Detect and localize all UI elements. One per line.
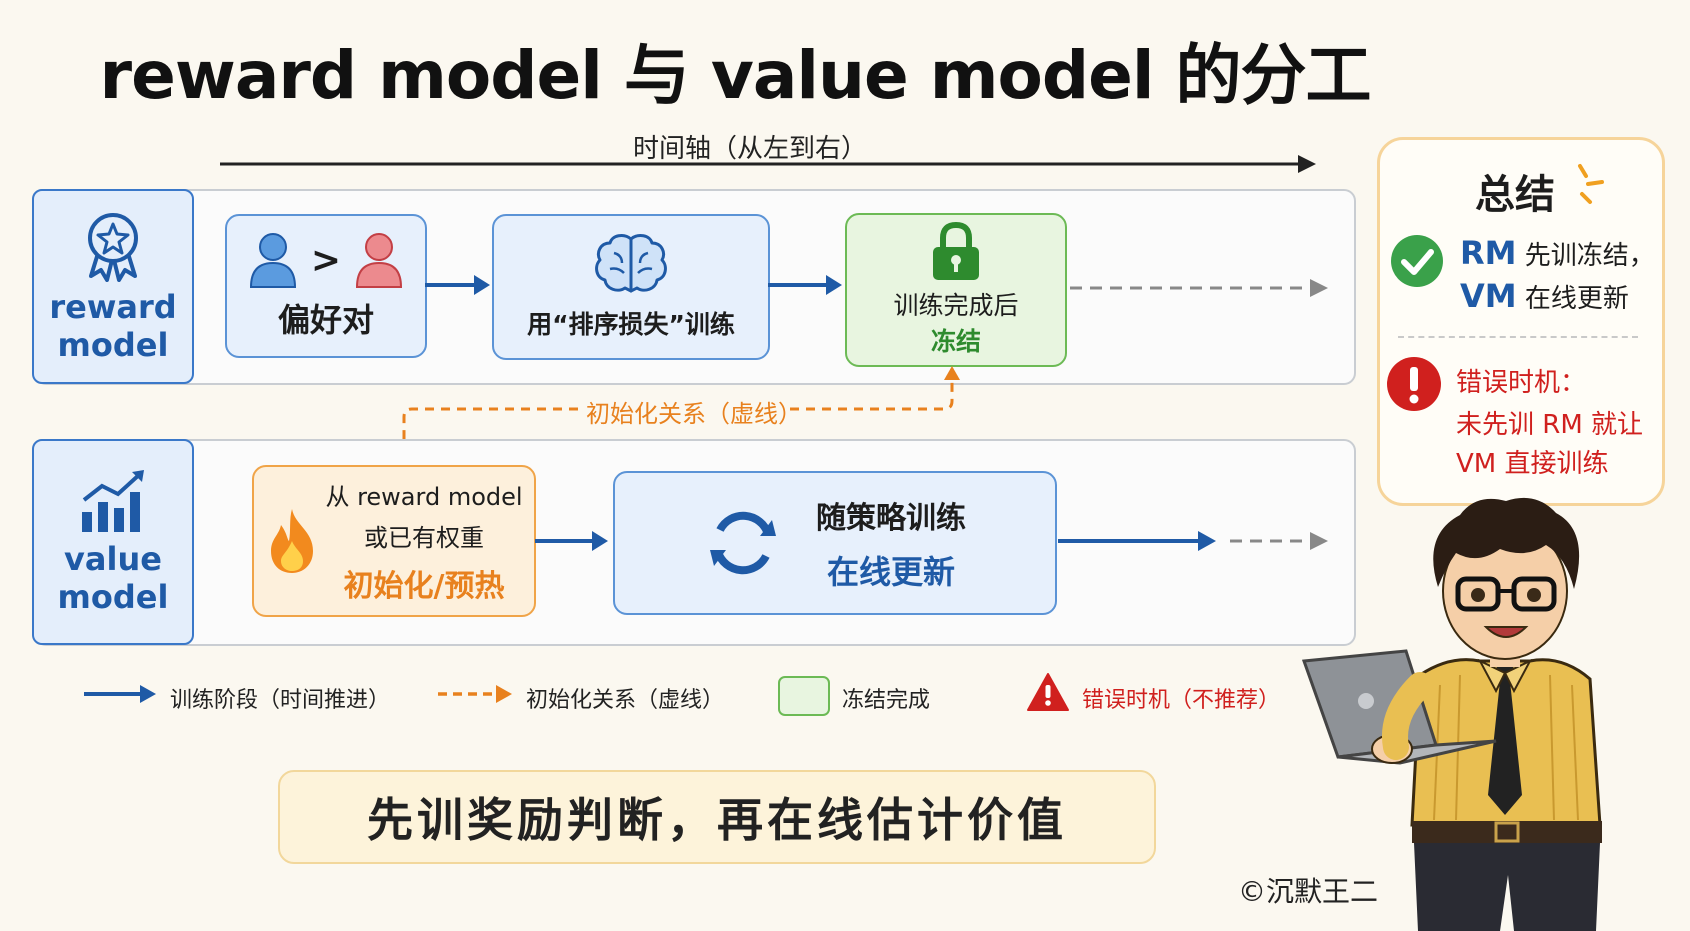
- timeline-label: 时间轴（从左到右）: [632, 134, 867, 164]
- brain-icon: [595, 234, 667, 293]
- legend-dashed-arrow-icon: [438, 685, 512, 703]
- ranking-loss-label: 用“排序损失”训练: [527, 310, 735, 339]
- summary-err-line1: 错误时机：: [1456, 368, 1587, 398]
- value-model-label: value model: [32, 439, 194, 645]
- frozen-line1: 训练完成后: [893, 291, 1019, 320]
- preference-pair-box: > 偏好对: [225, 214, 427, 358]
- frozen-line2: 冻结: [930, 327, 981, 356]
- person-blue-icon: [249, 233, 296, 288]
- init-line3: 初始化/预热: [343, 569, 505, 604]
- legend-frozen-swatch: [778, 676, 830, 716]
- reward-label-line1: reward: [49, 287, 177, 326]
- value-lane-arrows: [535, 531, 1328, 551]
- init-line1: 从 reward model: [325, 483, 523, 511]
- flame-icon: [271, 509, 314, 573]
- summary-rm: RM: [1460, 234, 1517, 272]
- legend-dashed-label: 初始化关系（虚线）: [526, 688, 725, 713]
- takeaway-banner: 先训奖励判断，再在线估计价值: [278, 770, 1156, 864]
- growth-chart-icon: [82, 470, 144, 532]
- lock-icon: [933, 222, 979, 280]
- summary-vm: VM: [1460, 277, 1517, 315]
- error-alert-icon: [1387, 357, 1441, 411]
- summary-divider: [1398, 336, 1638, 338]
- legend-frozen-label: 冻结完成: [842, 688, 931, 713]
- ranking-loss-box: 用“排序损失”训练: [492, 214, 770, 360]
- value-label-line1: value: [64, 540, 162, 578]
- award-ribbon-icon: [88, 212, 138, 282]
- page-title: reward model 与 value model 的分工: [99, 37, 1372, 114]
- legend-error-label: 错误时机（不推荐）: [1082, 688, 1281, 713]
- summary-ok-line1-rest: 先训冻结，: [1516, 241, 1655, 271]
- summary-ok-line2-rest: 在线更新: [1516, 284, 1629, 314]
- update-line1: 随策略训练: [816, 501, 966, 536]
- refresh-icon: [710, 511, 776, 575]
- reward-lane-arrows: [425, 275, 1328, 297]
- init-relation-label: 初始化关系（虚线）: [586, 400, 802, 428]
- preference-gt-symbol: >: [310, 239, 342, 281]
- person-red-icon: [356, 233, 403, 288]
- update-line2: 在线更新: [826, 553, 955, 591]
- summary-err-line3: VM 直接训练: [1456, 449, 1609, 479]
- author-credit: ©沉默王二: [1238, 875, 1379, 908]
- online-update-box: 随策略训练 在线更新: [613, 471, 1057, 615]
- summary-ok-line2: VM 在线更新: [1460, 277, 1629, 315]
- reward-model-label: reward model: [32, 189, 194, 384]
- preference-pair-label: 偏好对: [277, 301, 374, 339]
- checkmark-icon: [1391, 235, 1443, 287]
- summary-err-line2: 未先训 RM 就让: [1456, 410, 1644, 440]
- summary-panel: [1377, 137, 1665, 506]
- summary-ok-line1: RM 先训冻结，: [1460, 234, 1655, 272]
- sparkle-icon: [1578, 164, 1604, 204]
- reward-label-line2: model: [57, 325, 169, 364]
- init-line2: 或已有权重: [363, 524, 484, 552]
- init-warmup-box: 从 reward model 或已有权重 初始化/预热: [252, 465, 536, 617]
- legend-solid-arrow-icon: [84, 685, 156, 703]
- timeline-arrow: [220, 155, 1316, 173]
- summary-title: 总结: [1475, 172, 1555, 218]
- legend-warning-icon: [1027, 673, 1069, 711]
- legend-solid-label: 训练阶段（时间推进）: [170, 688, 391, 713]
- value-label-line2: model: [57, 578, 169, 616]
- frozen-box: 训练完成后 冻结: [845, 213, 1067, 367]
- presenter-character-illustration: [1301, 497, 1602, 931]
